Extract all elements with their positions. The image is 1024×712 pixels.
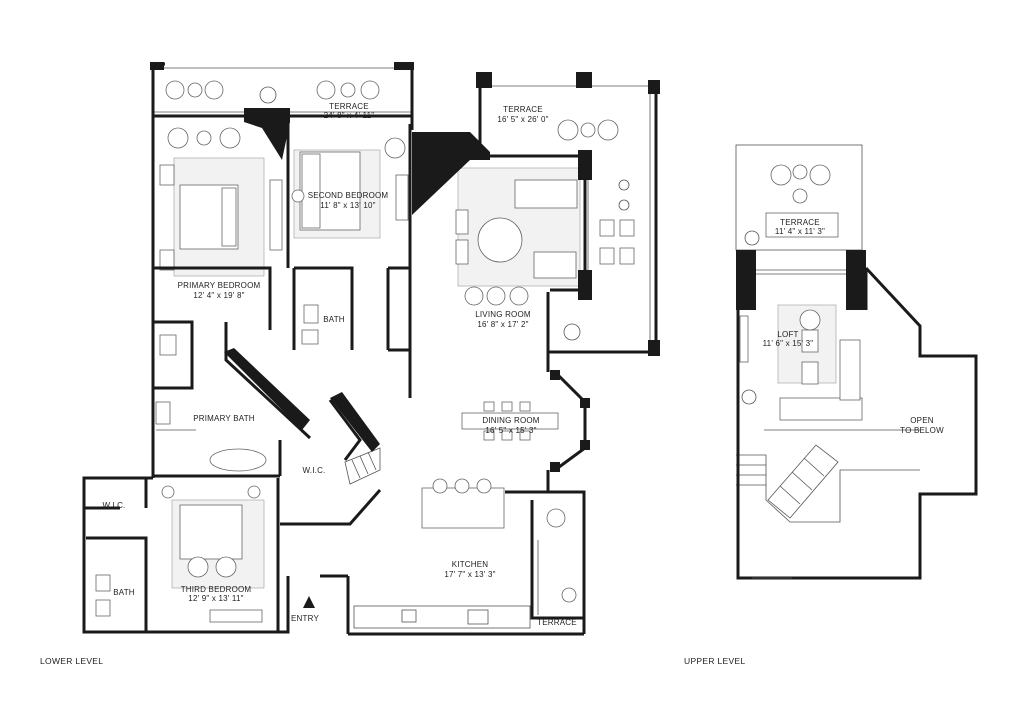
lower-level-label: LOWER LEVEL: [40, 656, 103, 666]
second-bedroom-label: SECOND BEDROOM: [308, 191, 389, 200]
entry-arrow-icon: [303, 596, 315, 608]
loft-label: LOFT: [777, 330, 798, 339]
third-bedroom-dim: 12' 9" x 13' 11": [188, 594, 243, 603]
living-room-dim: 16' 8" x 17' 2": [477, 320, 528, 329]
dining-room-label: DINING ROOM: [482, 416, 539, 425]
terrace-right-label: TERRACE: [503, 105, 543, 114]
lower-walls: [82, 62, 660, 636]
kitchen-dim: 17' 7" x 13' 3": [444, 570, 495, 579]
bath-left-label: BATH: [113, 588, 135, 597]
bath-fixtures: [95, 304, 319, 617]
terrace-upper-dim: 11' 4" x 11' 3": [775, 227, 825, 236]
primary-bedroom-dim: 12' 4" x 19' 8": [193, 291, 244, 300]
kitchen-fixtures: [353, 478, 577, 629]
entry-label: ENTRY: [291, 614, 319, 623]
second-bedroom-dim: 11' 8" x 13' 10": [320, 201, 375, 210]
upper-walls: [736, 250, 978, 580]
living-furniture: [455, 179, 635, 306]
terrace-top-dim: 24' 8" x 4' 11": [324, 111, 375, 120]
upper-stairs: [767, 444, 839, 519]
terrace-top-label: TERRACE: [329, 102, 369, 111]
bath-center-label: BATH: [323, 315, 345, 324]
primary-bedroom-label: PRIMARY BEDROOM: [178, 281, 261, 290]
lower-level-plan: TERRACE 24' 8" x 4' 11" TERRACE 16' 5" x…: [40, 62, 660, 666]
third-bedroom-label: THIRD BEDROOM: [181, 585, 252, 594]
primary-bed: [159, 127, 283, 271]
third-bed: [161, 485, 263, 623]
terrace-small-label: TERRACE: [537, 618, 577, 627]
lower-stairs: [344, 447, 381, 485]
loft-dim: 11' 6" x 15' 3": [763, 339, 814, 348]
dining-room-dim: 16' 5" x 15' 3": [485, 426, 536, 435]
second-bed: [291, 137, 409, 231]
kitchen-label: KITCHEN: [452, 560, 489, 569]
wic-center-label: W.I.C.: [303, 466, 326, 475]
upper-level-label: UPPER LEVEL: [684, 656, 745, 666]
right-terrace: [480, 85, 651, 350]
top-terrace: [153, 67, 412, 113]
wic-left-label: W.I.C.: [103, 501, 126, 510]
terrace-upper-label: TERRACE: [780, 218, 820, 227]
terrace-right-dim: 16' 5" x 26' 0": [497, 115, 548, 124]
primary-bath-fixtures: [155, 334, 267, 472]
living-room-label: LIVING ROOM: [475, 310, 531, 319]
dining-table: [461, 401, 559, 441]
upper-level-plan: TERRACE 11' 4" x 11' 3" LOFT 11' 6" x 15…: [684, 144, 978, 666]
open-below-line1: OPEN: [910, 416, 933, 425]
primary-bath-label: PRIMARY BATH: [193, 414, 255, 423]
open-below-line2: TO BELOW: [900, 426, 944, 435]
